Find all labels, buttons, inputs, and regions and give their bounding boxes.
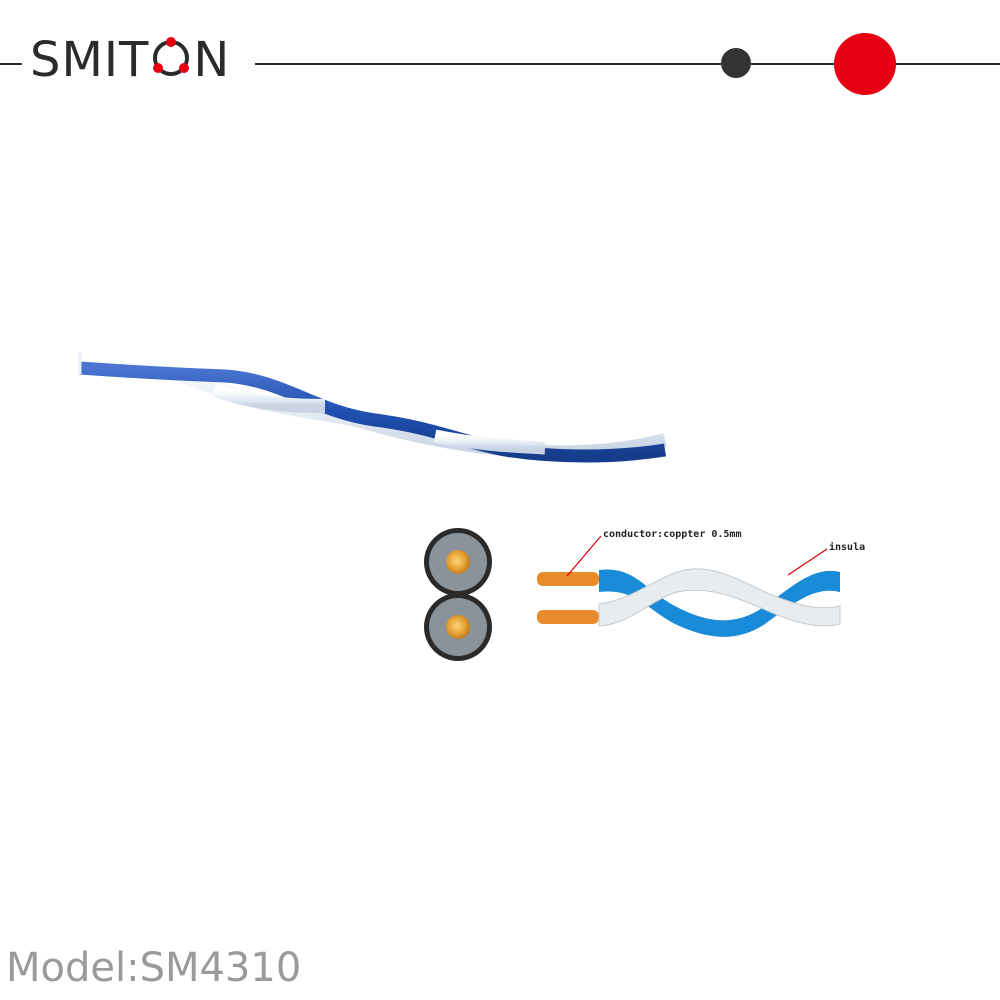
header-line-right [896,63,1000,65]
twisted-wire-diagram [537,568,841,637]
insulation-pointer [787,548,828,576]
conductor-label: conductor:coppter 0.5mm [603,529,741,540]
header-line-left [0,63,22,65]
model-label: Model:SM4310 [6,945,302,991]
header-red-dot [834,33,896,95]
conductor-pointer [566,535,602,577]
brand-name-prefix: SMIT [30,32,150,88]
twisted-cable-photo [75,340,675,495]
cable-structure-diagram: conductor:coppter 0.5mm insulation:PP [415,520,907,675]
brand-name-suffix: N [193,32,231,88]
cross-section-icon [424,528,492,661]
header-dark-dot [721,48,751,78]
logo-o-icon [149,34,193,78]
header-line-middle [255,63,721,65]
header-line-between-dots [751,63,834,65]
brand-logo: SMIT N [30,30,230,90]
insulation-label: insulation:PP [829,541,865,553]
